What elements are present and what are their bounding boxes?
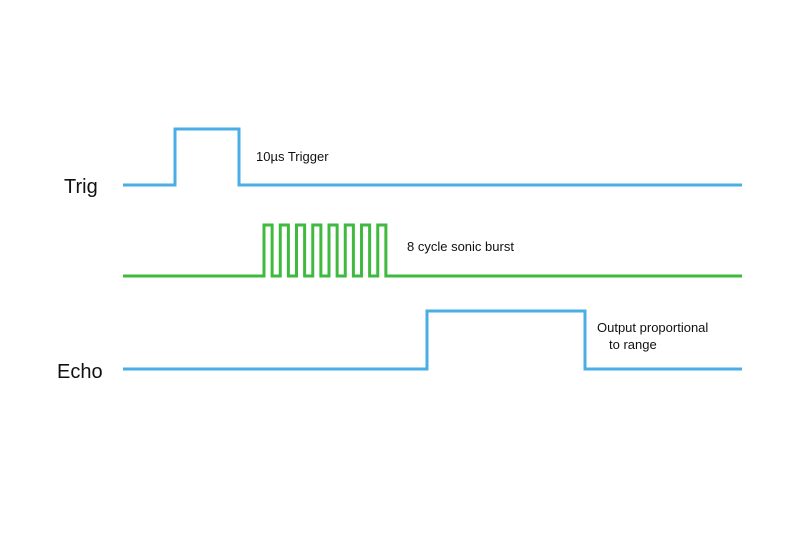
trig-label: Trig: [64, 176, 98, 198]
echo-label: Echo: [57, 361, 103, 383]
echo-annotation-line2: to range: [609, 337, 657, 352]
echo-annotation-line1: Output proportional: [597, 320, 708, 335]
trigger-annotation: 10µs Trigger: [256, 149, 329, 164]
trig-waveform: [123, 127, 742, 187]
burst-annotation: 8 cycle sonic burst: [407, 239, 514, 254]
sonic-burst-waveform: [123, 223, 742, 278]
echo-waveform: [123, 309, 742, 371]
